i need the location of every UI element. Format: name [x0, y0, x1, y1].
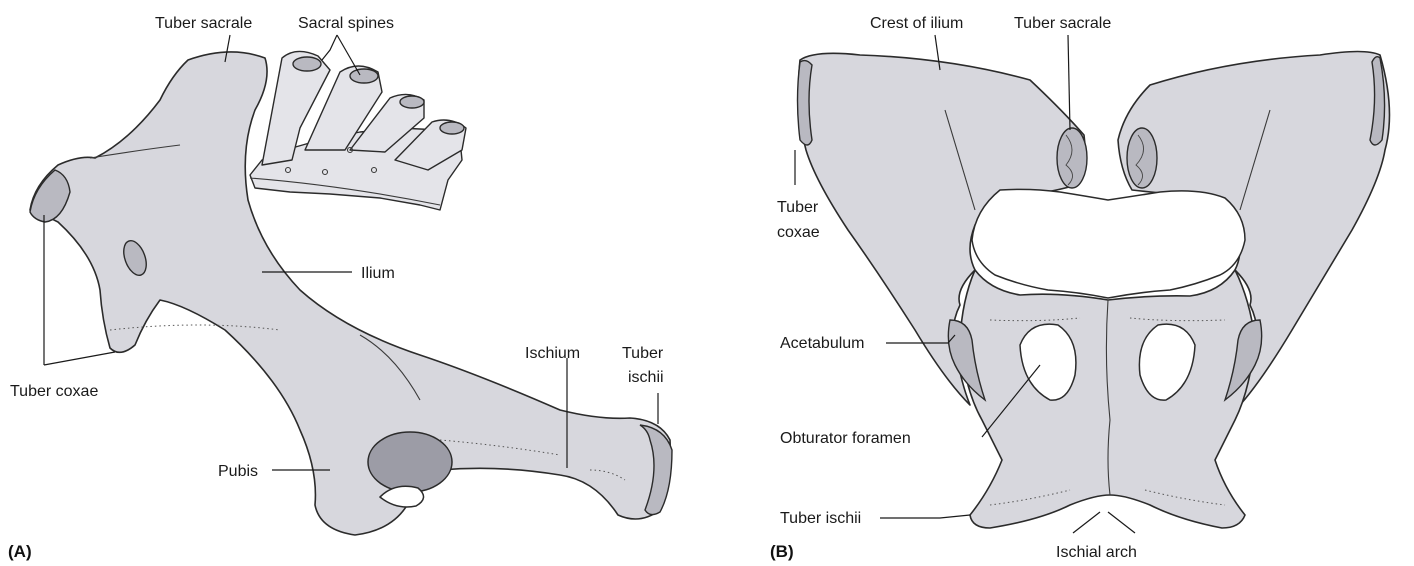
spine-tip-3 — [400, 96, 424, 108]
label-tuber-sacrale-a: Tuber sacrale — [155, 15, 252, 32]
label-acetabulum: Acetabulum — [780, 335, 865, 352]
label-tuber-coxae-b-1: Tuber — [777, 199, 819, 216]
label-tuber-coxae-a: Tuber coxae — [10, 383, 98, 400]
acetabulum-a — [368, 432, 452, 492]
panel-b-illustration — [798, 52, 1390, 529]
label-pubis: Pubis — [218, 463, 258, 480]
label-tuber-ischii-a-2: ischii — [628, 369, 664, 386]
pelvic-inlet-b — [972, 189, 1245, 298]
panel-label-a: (A) — [8, 542, 32, 561]
label-tuber-ischii-a-1: Tuber — [622, 345, 664, 362]
label-tuber-sacrale-b: Tuber sacrale — [1014, 15, 1111, 32]
label-ilium: Ilium — [361, 265, 395, 282]
label-tuber-ischii-b: Tuber ischii — [780, 510, 861, 527]
label-tuber-coxae-b-2: coxae — [777, 224, 820, 241]
label-obturator-foramen: Obturator foramen — [780, 430, 911, 447]
panel-label-b: (B) — [770, 542, 794, 561]
label-ischial-arch: Ischial arch — [1056, 544, 1137, 561]
label-sacral-spines: Sacral spines — [298, 15, 394, 32]
spine-tip-2 — [350, 69, 378, 83]
spine-tip-4 — [440, 122, 464, 134]
panel-a-illustration — [30, 51, 672, 535]
spine-tip-1 — [293, 57, 321, 71]
label-crest-of-ilium: Crest of ilium — [870, 15, 963, 32]
label-ischium: Ischium — [525, 345, 580, 362]
